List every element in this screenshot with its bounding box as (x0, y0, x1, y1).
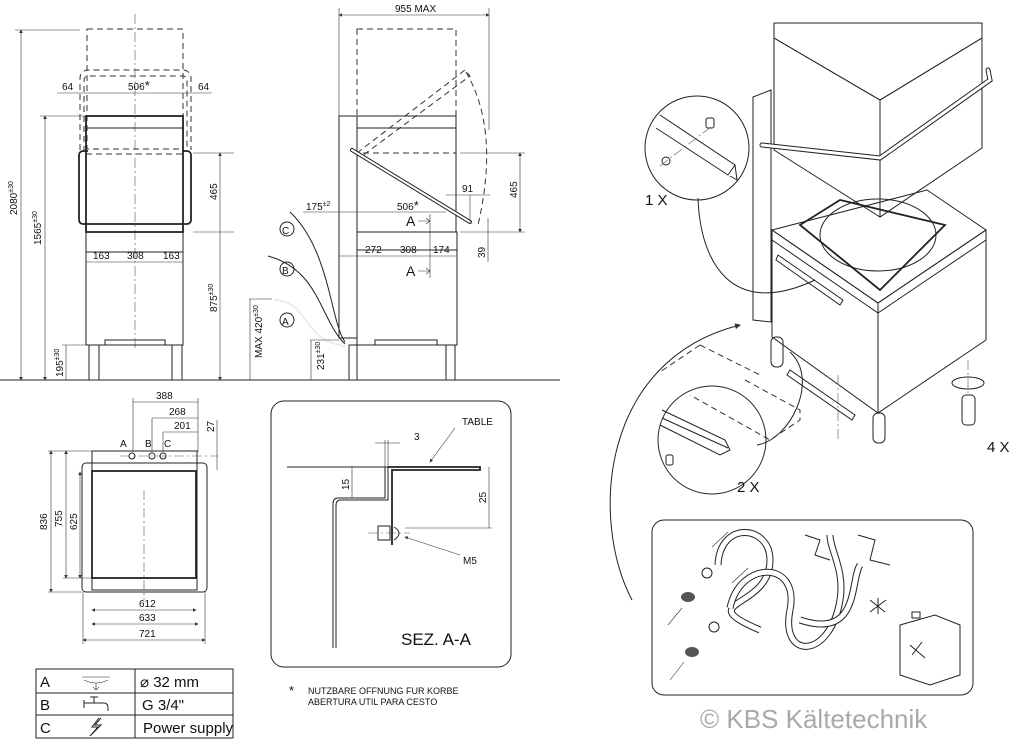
dim-3: 3 (414, 432, 420, 443)
dim-195: 195 (55, 360, 66, 377)
dim-612: 612 (139, 599, 156, 610)
footnote-line-1: NUTZBARE OFFNUNG FUR KORBE (308, 686, 459, 696)
quantity-2x: 2 X (737, 479, 760, 496)
dim-465: 465 (209, 183, 220, 200)
svg-text:*: * (289, 683, 294, 698)
svg-text:231±30: 231±30 (315, 342, 327, 370)
plan-view: A B C 388 268 201 27 836 755 625 612 633… (39, 391, 218, 644)
row-value: Power supply (143, 720, 234, 737)
dim-175: 175 (306, 202, 323, 213)
connection-legend-table: A ⌀ 32 mm B G 3/4" C Power supply (35, 668, 234, 739)
table-label: TABLE (462, 417, 493, 428)
footnote-line-2: ABERTURA UTIL PARA CESTO (308, 697, 437, 707)
section-mark-bottom: A (406, 263, 416, 279)
dim-633: 633 (139, 613, 156, 624)
dim-1565: 1565 (33, 222, 44, 245)
row-value: G 3/4" (142, 697, 184, 714)
svg-text:1565±30: 1565±30 (32, 211, 44, 245)
dim-388: 388 (156, 391, 173, 402)
m5-label: M5 (463, 556, 477, 567)
svg-text:MAX 420±30: MAX 420±30 (253, 305, 265, 358)
dim-163-left: 163 (93, 251, 110, 262)
dim-27: 27 (206, 420, 217, 432)
dim-625: 625 (69, 513, 80, 530)
footnote: * NUTZBARE OFFNUNG FUR KORBE ABERTURA UT… (289, 683, 459, 707)
assembly-isometric: 1 X 2 X 4 X (609, 22, 1010, 601)
dim-15: 15 (341, 478, 352, 490)
quantity-4x: 4 X (987, 439, 1010, 456)
canister-icon (899, 611, 961, 686)
quantity-1x: 1 X (645, 192, 668, 209)
dim-506: 506 (128, 82, 145, 93)
table-row: C Power supply (40, 717, 234, 737)
hose-kit-detail (651, 519, 974, 696)
dim-174: 174 (433, 245, 450, 256)
section-a-a-detail: TABLE 3 15 25 M5 SEZ. A-A (270, 400, 512, 668)
dim-308-side: 308 (400, 245, 417, 256)
dim-201: 201 (174, 421, 191, 432)
dim-506-side: 506 (397, 202, 414, 213)
plan-label-c: C (164, 439, 171, 450)
dim-231: 231 (316, 353, 327, 370)
plan-label-b: B (145, 439, 152, 450)
dim-91: 91 (462, 184, 474, 195)
dim-755: 755 (54, 510, 65, 527)
connection-c-label: C (282, 226, 289, 237)
row-value: ⌀ 32 mm (140, 674, 199, 691)
dim-268: 268 (169, 407, 186, 418)
table-row: B G 3/4" (40, 696, 184, 714)
table-row: A ⌀ 32 mm (40, 674, 199, 691)
dim-272: 272 (365, 245, 382, 256)
connection-a-label: A (282, 317, 289, 328)
watermark: © KBS Kältetechnik (700, 704, 928, 734)
drain-icon (82, 676, 110, 691)
dim-2080: 2080 (9, 192, 20, 215)
side-view: 955 MAX 465 39 91 175±2 506* 272 308 174… (249, 4, 525, 381)
svg-text:175±2: 175±2 (306, 201, 331, 213)
section-title: SEZ. A-A (401, 630, 472, 649)
connection-b-label: B (282, 266, 289, 277)
dim-163-right: 163 (163, 251, 180, 262)
dim-721: 721 (139, 629, 156, 640)
dim-max-420: MAX 420 (254, 316, 265, 358)
water-tap-icon (83, 696, 109, 711)
lightning-icon (89, 717, 103, 737)
dim-64-right: 64 (198, 82, 210, 93)
svg-text:506*: 506* (128, 78, 150, 93)
dim-64-left: 64 (62, 82, 74, 93)
section-mark-top: A (406, 213, 416, 229)
dim-836: 836 (39, 513, 50, 530)
front-view: 2080±30 1565±30 195±30 465 875±30 64 506… (8, 14, 234, 381)
plan-label-a: A (120, 439, 127, 450)
dim-25: 25 (478, 491, 489, 503)
dim-39: 39 (477, 246, 488, 258)
svg-text:195±30: 195±30 (54, 349, 66, 377)
row-key: A (40, 674, 50, 691)
dim-308: 308 (127, 251, 144, 262)
dim-465-side: 465 (509, 181, 520, 198)
svg-text:2080±30: 2080±30 (8, 181, 20, 215)
row-key: B (40, 697, 50, 714)
svg-text:875±30: 875±30 (208, 284, 220, 312)
row-key: C (40, 720, 51, 737)
dim-955-max: 955 MAX (395, 4, 436, 15)
svg-text:506*: 506* (397, 198, 419, 213)
dim-875: 875 (209, 295, 220, 312)
